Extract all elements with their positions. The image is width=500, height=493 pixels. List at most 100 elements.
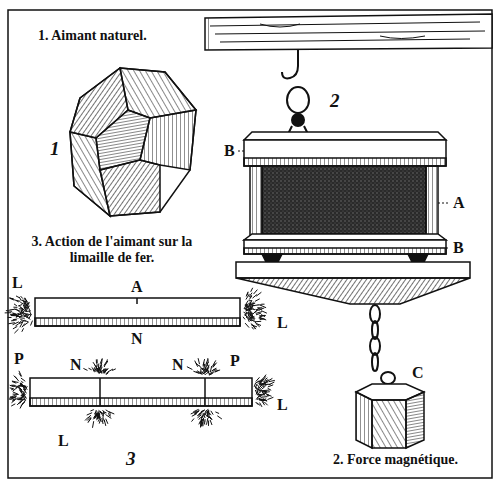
filing bbox=[12, 381, 19, 383]
filing bbox=[256, 391, 258, 395]
filing bbox=[20, 321, 23, 327]
filing bbox=[256, 387, 258, 391]
filing bbox=[9, 309, 14, 311]
filing bbox=[97, 359, 98, 363]
figure-title: 3. Action de l'aimant sur la limaille de… bbox=[22, 234, 202, 266]
filing bbox=[215, 412, 219, 414]
filing bbox=[248, 303, 250, 307]
filing bbox=[83, 368, 87, 370]
filing bbox=[243, 317, 245, 320]
filing bbox=[199, 365, 203, 370]
filing bbox=[21, 296, 23, 299]
filing bbox=[212, 360, 216, 366]
filing bbox=[96, 360, 97, 364]
filing bbox=[22, 328, 24, 332]
filing bbox=[252, 305, 259, 306]
filing bbox=[29, 311, 31, 315]
filing bbox=[196, 363, 200, 367]
filing bbox=[251, 288, 253, 292]
filing bbox=[13, 313, 19, 316]
filing bbox=[198, 358, 199, 364]
filing bbox=[200, 411, 203, 415]
filing bbox=[16, 296, 19, 298]
filing bbox=[10, 298, 15, 300]
filing bbox=[88, 418, 91, 423]
filing bbox=[259, 380, 262, 384]
magnet-assembly bbox=[244, 132, 446, 262]
filing bbox=[268, 397, 274, 399]
part-label: B bbox=[224, 142, 235, 160]
filing bbox=[249, 300, 252, 301]
figure-title: 1. Aimant naturel. bbox=[38, 28, 147, 44]
filing bbox=[14, 329, 18, 333]
filing bbox=[93, 421, 94, 428]
filing bbox=[100, 411, 103, 413]
filing bbox=[20, 391, 25, 393]
filing bbox=[256, 396, 259, 400]
filing bbox=[257, 398, 260, 399]
hook-and-ring bbox=[282, 50, 311, 140]
filing bbox=[257, 403, 260, 406]
filing bbox=[251, 305, 255, 306]
filing bbox=[211, 411, 213, 415]
filing bbox=[87, 413, 92, 415]
filing bbox=[259, 399, 263, 400]
filing bbox=[252, 316, 254, 319]
filing bbox=[199, 421, 201, 425]
filing bbox=[207, 369, 208, 374]
filing bbox=[12, 382, 16, 384]
filing bbox=[209, 373, 213, 376]
filing bbox=[260, 317, 266, 320]
filing bbox=[106, 419, 108, 424]
filing bbox=[246, 308, 249, 310]
filing bbox=[217, 416, 222, 419]
filing bbox=[257, 385, 261, 390]
filing bbox=[251, 305, 253, 309]
filing bbox=[100, 358, 102, 364]
pole-label: N bbox=[131, 330, 143, 348]
filing bbox=[255, 386, 257, 389]
filing bbox=[97, 414, 99, 420]
filing bbox=[14, 304, 17, 306]
filing bbox=[263, 392, 267, 396]
bar-magnet bbox=[35, 298, 240, 326]
filing bbox=[106, 410, 111, 414]
filing bbox=[9, 397, 15, 399]
filing bbox=[263, 390, 270, 392]
figure-title: 2. Force magnétique. bbox=[333, 452, 458, 468]
filing bbox=[10, 298, 14, 300]
filing bbox=[259, 391, 261, 393]
filing bbox=[197, 371, 201, 374]
filing bbox=[93, 369, 95, 373]
filing bbox=[10, 387, 14, 389]
filing bbox=[268, 388, 272, 390]
filing bbox=[21, 381, 23, 383]
callout-number: 2 bbox=[330, 90, 340, 112]
part-label: B bbox=[453, 239, 464, 257]
filing bbox=[17, 400, 22, 405]
filing bbox=[247, 293, 249, 296]
part-label: C bbox=[412, 364, 424, 382]
filing bbox=[203, 422, 204, 426]
filing bbox=[21, 402, 25, 406]
pole-label: P bbox=[230, 352, 240, 370]
filing bbox=[5, 312, 12, 313]
filing bbox=[11, 389, 14, 390]
filing bbox=[245, 306, 248, 309]
filing bbox=[257, 394, 262, 396]
filing bbox=[254, 383, 256, 387]
filing bbox=[210, 420, 212, 425]
filing bbox=[263, 382, 266, 385]
filing bbox=[14, 309, 20, 311]
filing bbox=[100, 411, 103, 416]
filing bbox=[23, 392, 25, 396]
filing bbox=[17, 398, 22, 399]
filing bbox=[24, 303, 27, 305]
filing bbox=[20, 385, 26, 387]
filing bbox=[18, 387, 21, 389]
filing bbox=[203, 419, 205, 425]
filing bbox=[205, 413, 207, 416]
frame bbox=[8, 10, 492, 478]
filing bbox=[95, 369, 99, 372]
filing bbox=[13, 387, 18, 391]
